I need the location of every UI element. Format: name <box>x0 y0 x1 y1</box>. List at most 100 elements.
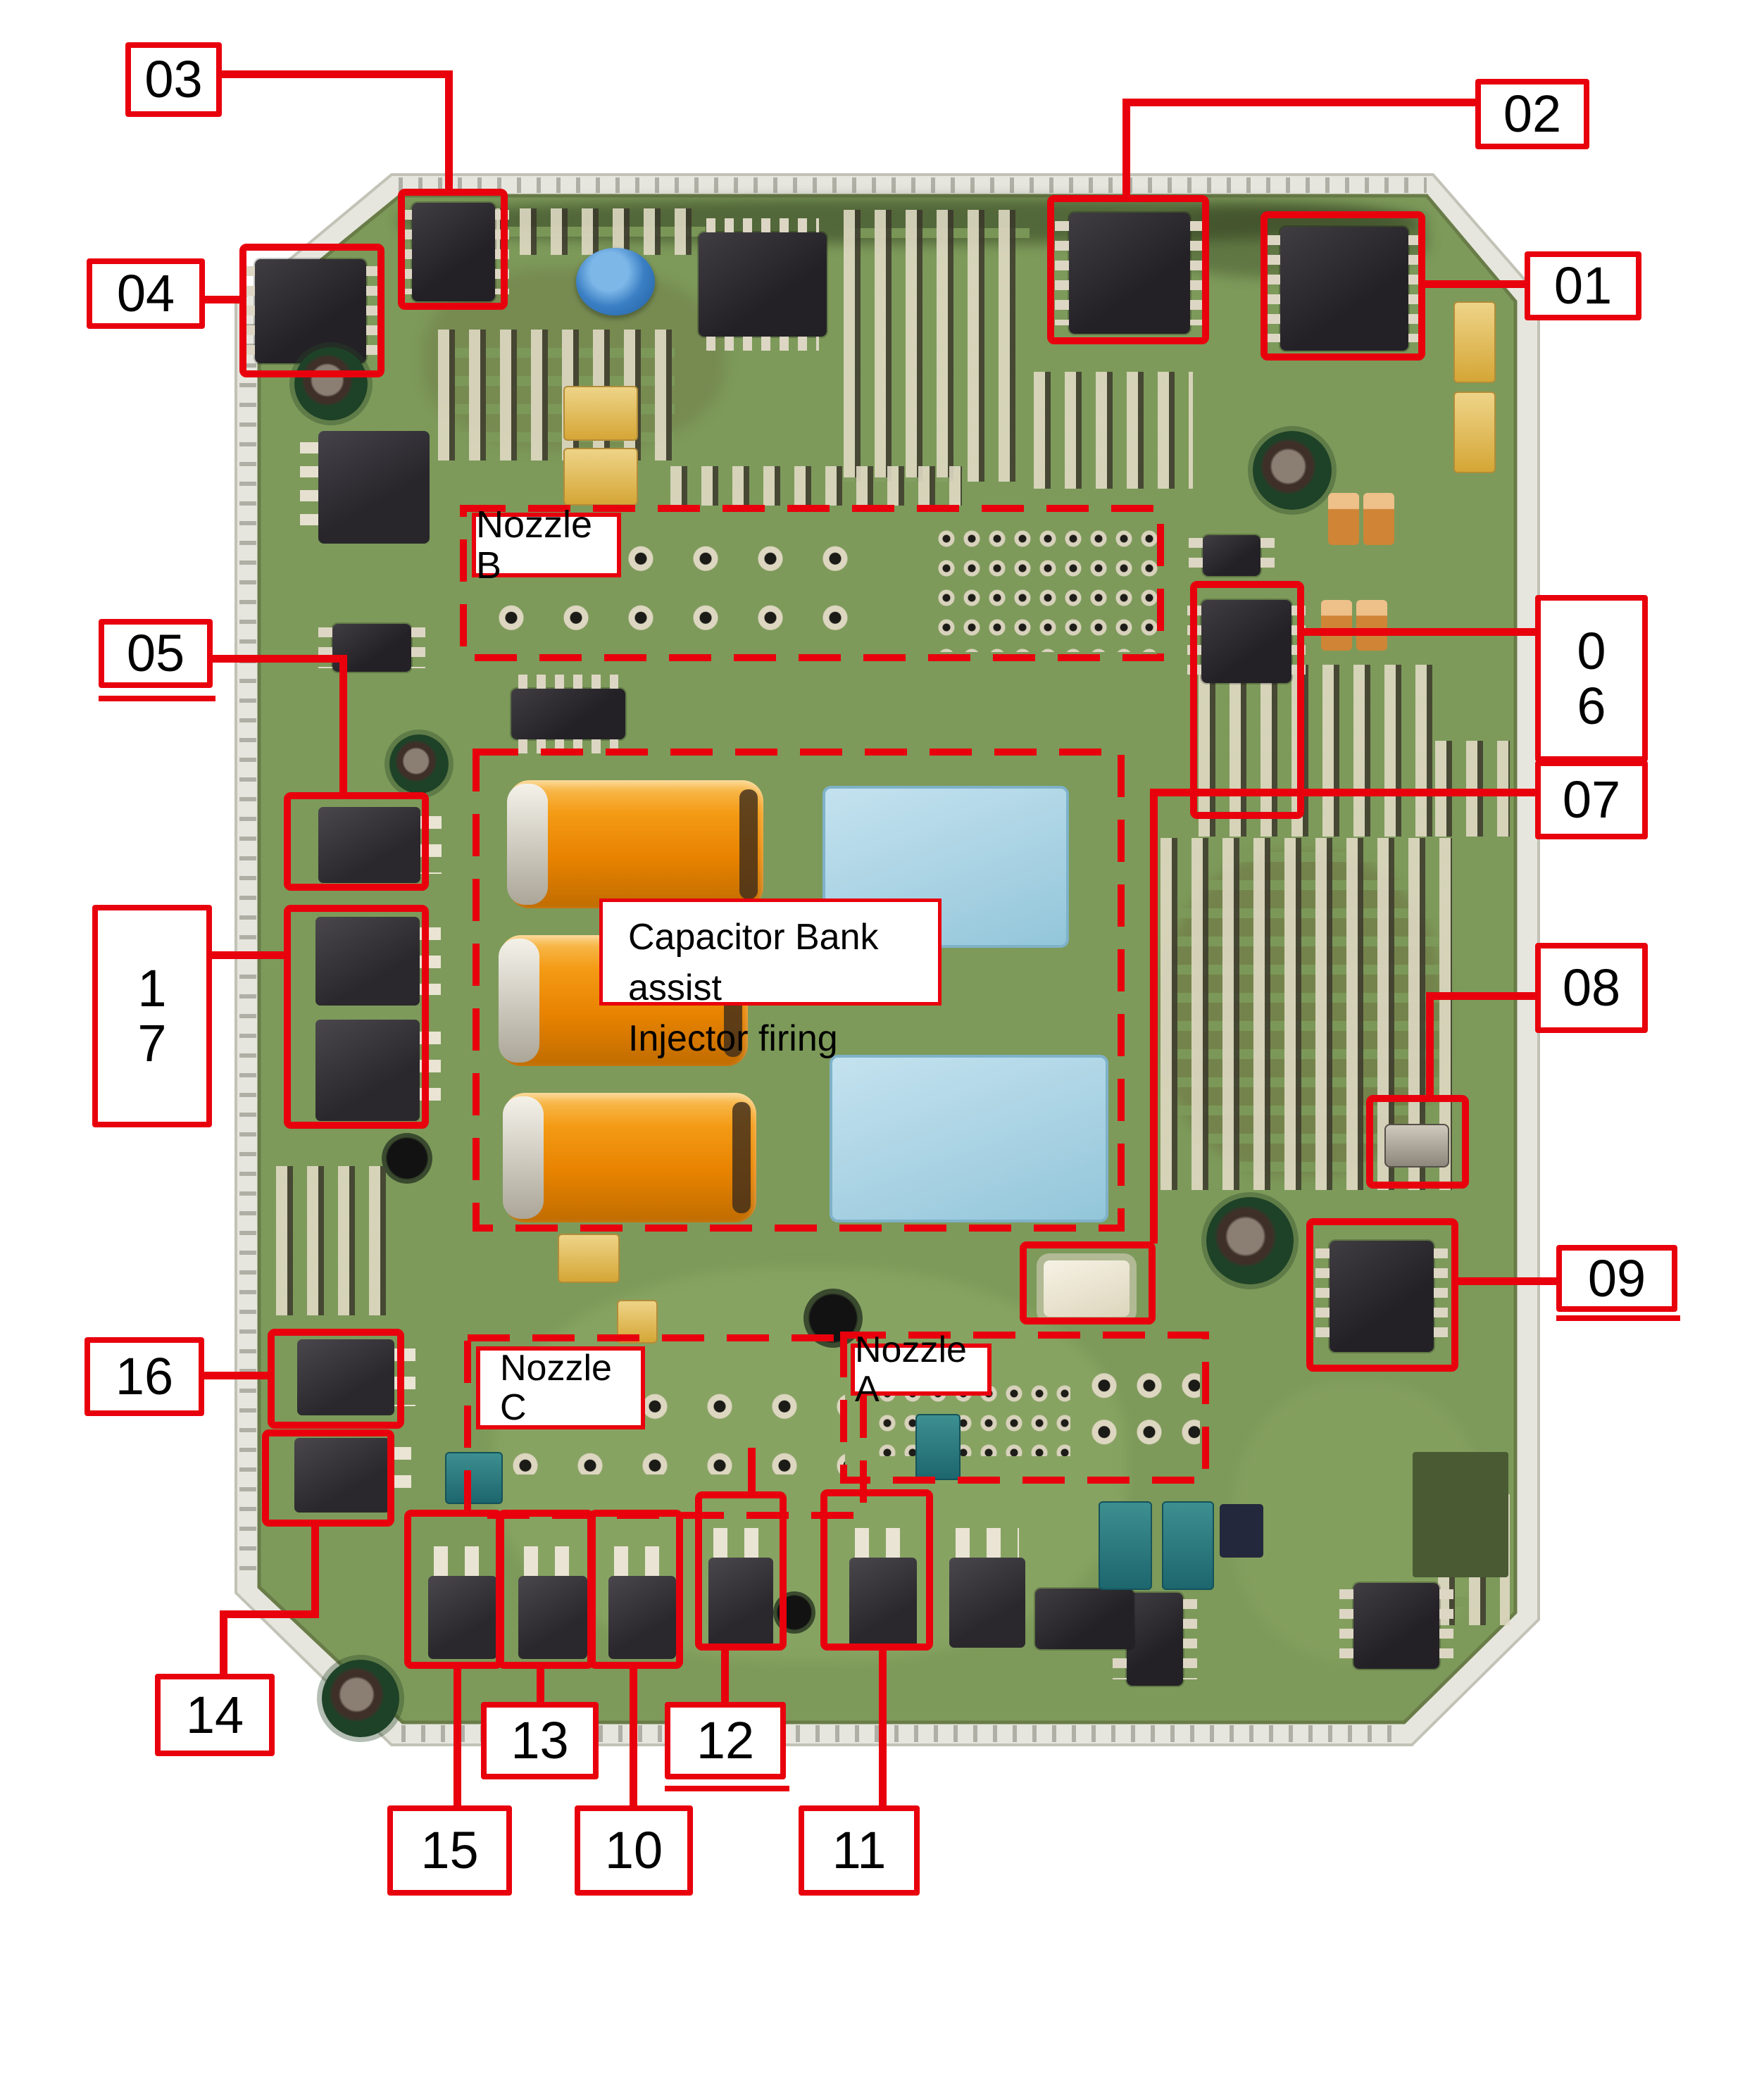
ic-soic-right <box>1189 535 1275 576</box>
leader-14-v1 <box>311 1525 319 1615</box>
callout-07: 07 <box>1535 760 1648 839</box>
leader-06-h <box>1304 628 1535 636</box>
yellow-capacitor-3 <box>1453 301 1496 383</box>
label-capacitor-bank-line1: Capacitor Bank assist <box>628 917 879 1008</box>
oscillator-white <box>1044 1260 1130 1317</box>
callout-01: 01 <box>1525 251 1641 320</box>
label-capacitor-bank-line2: Injector firing <box>628 1018 838 1059</box>
ic-bottom-wide <box>1035 1589 1134 1649</box>
callout-13: 13 <box>481 1702 599 1779</box>
leader-08-h <box>1430 992 1535 1000</box>
component-box-01 <box>1261 211 1425 361</box>
label-nozzle-a: Nozzle A <box>851 1330 992 1409</box>
callout-02: 02 <box>1475 79 1589 149</box>
ic-soic-center <box>511 675 625 753</box>
passives-grid-center <box>844 210 1030 482</box>
transistor-bottom-extra <box>949 1528 1025 1648</box>
mounting-hole-5 <box>322 1660 399 1737</box>
yellow-capacitor-1 <box>563 386 638 441</box>
passives-right-upper <box>1199 665 1435 837</box>
leader-10-v <box>630 1667 637 1807</box>
underbar-05 <box>99 696 215 701</box>
leader-14-v2 <box>220 1610 227 1675</box>
callout-03: 03 <box>125 42 222 117</box>
transistor-15 <box>428 1546 497 1659</box>
component-box-06 <box>1190 581 1304 819</box>
underbar-12 <box>665 1786 789 1791</box>
nozzle-a-pads-right <box>1082 1366 1200 1456</box>
component-box-05 <box>284 792 429 891</box>
component-navy-small <box>1220 1504 1263 1558</box>
component-box-15 <box>404 1510 503 1669</box>
ic-chip-01 <box>1266 227 1422 351</box>
power-transistor-upper-left <box>300 431 430 544</box>
flange-ticks-top <box>399 177 1427 193</box>
component-box-16 <box>268 1329 404 1429</box>
leader-01-h <box>1425 280 1525 288</box>
leader-04-h <box>204 296 241 303</box>
yellow-capacitor-6 <box>617 1300 658 1344</box>
teal-capacitor-1 <box>445 1452 503 1504</box>
drill-hole-2 <box>803 1289 863 1348</box>
component-box-11 <box>820 1489 933 1651</box>
ic-chip-02 <box>1055 213 1204 334</box>
leader-13-v <box>537 1667 544 1703</box>
callout-12: 12 <box>665 1702 786 1779</box>
leader-07-h <box>1158 789 1535 796</box>
yellow-capacitor-2 <box>563 448 638 506</box>
component-box-13 <box>497 1510 594 1669</box>
leader-02-v <box>1122 99 1130 197</box>
component-box-02 <box>1047 195 1209 344</box>
tantalum-capacitor-3 <box>1321 600 1352 651</box>
callout-04: 04 <box>87 258 205 329</box>
leader-12-v <box>721 1649 729 1703</box>
callout-05: 05 <box>99 619 213 688</box>
leader-12-v-top <box>748 1448 756 1493</box>
leader-11-v <box>879 1649 887 1807</box>
leader-05-v <box>339 655 347 794</box>
callout-15: 15 <box>387 1805 512 1896</box>
teal-capacitor-2 <box>915 1414 961 1480</box>
drill-hole-1 <box>382 1133 432 1184</box>
leader-03-h <box>162 70 452 78</box>
leader-05-h <box>211 655 346 663</box>
ic-qfp-top-center <box>699 218 827 351</box>
leader-17-h <box>211 951 284 959</box>
transistor-13 <box>518 1546 587 1659</box>
component-box-12 <box>695 1491 787 1651</box>
leader-16-h <box>203 1372 268 1379</box>
tantalum-capacitor-2 <box>1363 493 1394 545</box>
leader-09-h <box>1458 1277 1556 1285</box>
crystal-08 <box>1384 1124 1449 1167</box>
callout-09: 09 <box>1556 1245 1677 1312</box>
label-nozzle-c: Nozzle C <box>476 1346 645 1429</box>
label-capacitor-bank: Capacitor Bank assist Injector firing <box>599 899 942 1059</box>
nozzle-b-pads-right <box>934 524 1158 652</box>
transistor-10 <box>608 1546 676 1659</box>
mounting-hole-2 <box>389 734 449 794</box>
leader-07-v <box>1150 789 1158 1244</box>
yellow-capacitor-4 <box>1453 392 1496 473</box>
ic-chip-03 <box>398 203 509 301</box>
component-box-17 <box>284 905 429 1129</box>
callout-17: 1 7 <box>92 905 212 1127</box>
thermal-pad-bottom-right <box>1413 1452 1508 1577</box>
callout-08: 08 <box>1535 943 1648 1033</box>
label-nozzle-b: Nozzle B <box>472 504 621 586</box>
teal-capacitor-3 <box>1099 1501 1152 1590</box>
callout-16: 16 <box>85 1337 204 1416</box>
yellow-capacitor-5 <box>558 1234 620 1283</box>
blue-film-capacitor-2 <box>830 1055 1108 1222</box>
mounting-hole-4 <box>1206 1197 1294 1284</box>
callout-10: 10 <box>575 1805 693 1896</box>
leader-08-v <box>1426 992 1434 1098</box>
leader-02-h <box>1122 99 1475 106</box>
component-box-08 <box>1366 1095 1469 1189</box>
transistor-11 <box>849 1528 917 1648</box>
mounting-hole-1 <box>294 347 368 420</box>
passives-above-nozzle-b <box>670 466 962 506</box>
passives-mid-left <box>438 330 675 461</box>
component-box-04 <box>239 244 384 377</box>
leader-03-v <box>445 70 453 190</box>
